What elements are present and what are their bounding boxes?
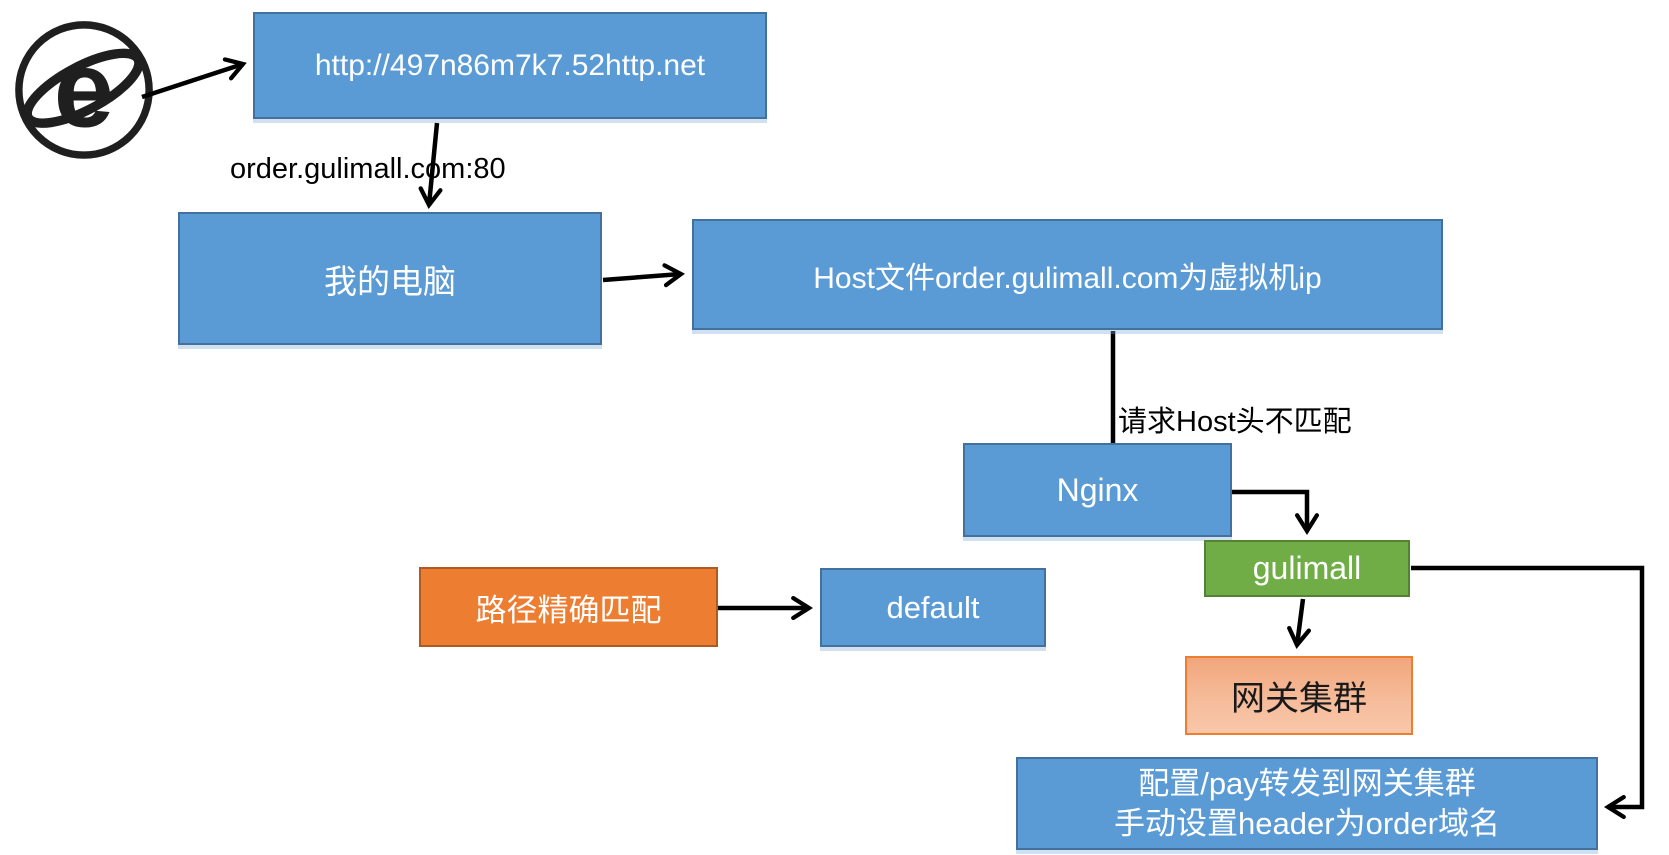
edge-nginx-to-gulimall: [1232, 489, 1320, 536]
node-host-file-label: Host文件order.gulimall.com为虚拟机ip: [813, 261, 1322, 295]
node-gulimall: gulimall: [1204, 540, 1410, 597]
node-host-file: Host文件order.gulimall.com为虚拟机ip: [692, 219, 1443, 330]
edge-gulimall-to-gateway: [1287, 598, 1311, 649]
node-default-server: default: [820, 568, 1046, 647]
node-pay-config: 配置/pay转发到网关集群 手动设置header为order域名: [1016, 757, 1598, 850]
node-pay-config-line2: 手动设置header为order域名: [1114, 805, 1500, 841]
node-gateway-cluster: 网关集群: [1185, 656, 1413, 735]
node-nginx-label: Nginx: [1056, 471, 1139, 508]
edge-computer-to-host: [602, 263, 686, 288]
node-default-server-label: default: [886, 589, 980, 625]
node-gulimall-label: gulimall: [1252, 550, 1362, 586]
node-gateway-cluster-label: 网关集群: [1231, 680, 1367, 718]
edge-label-request-domain: order.gulimall.com:80: [230, 153, 506, 185]
internet-explorer-icon: e: [15, 21, 153, 159]
svg-text:e: e: [54, 28, 114, 149]
node-url-box: http://497n86m7k7.52http.net: [253, 12, 767, 119]
node-pay-config-line1: 配置/pay转发到网关集群: [1138, 765, 1476, 801]
node-my-computer-label: 我的电脑: [324, 262, 456, 300]
node-url-label: http://497n86m7k7.52http.net: [314, 48, 706, 82]
node-nginx: Nginx: [963, 443, 1232, 537]
node-path-exact-match: 路径精确匹配: [419, 567, 718, 647]
node-my-computer: 我的电脑: [178, 212, 602, 345]
node-path-exact-match-label: 路径精确匹配: [475, 592, 662, 628]
edge-label-host-mismatch: 请求Host头不匹配: [1118, 406, 1352, 438]
